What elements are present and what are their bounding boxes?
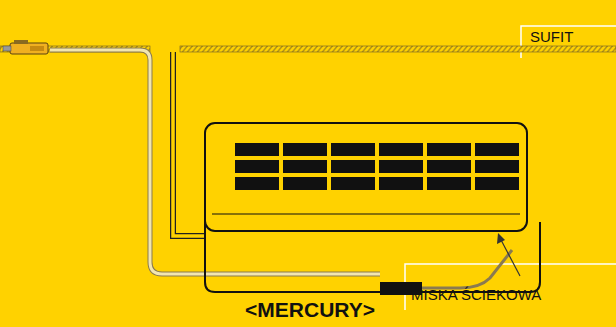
ceiling-label: SUFIT [530, 28, 573, 45]
grille-bar [475, 160, 519, 173]
pipe [173, 52, 206, 236]
grille-bar [283, 160, 327, 173]
drain-hose [420, 250, 512, 288]
grille-bar [427, 143, 471, 156]
pipe [173, 52, 206, 236]
grille-bar [427, 160, 471, 173]
drain-hose [50, 50, 380, 274]
indoor-unit [205, 123, 527, 231]
label-frame [405, 264, 616, 310]
grille-bar [475, 143, 519, 156]
grille-bar [235, 143, 279, 156]
grille-bar [379, 143, 423, 156]
pump-unit [3, 40, 48, 54]
grille [235, 143, 519, 190]
drain-tray [205, 214, 540, 292]
grille-bar [379, 177, 423, 190]
arrowhead [497, 233, 505, 244]
grille-bar [283, 143, 327, 156]
leader-line [500, 238, 520, 276]
drain-hose [50, 50, 380, 274]
tray-label: MISKA ŚCIEKOWA [411, 286, 541, 303]
grille-bar [331, 143, 375, 156]
drain-tray [212, 213, 520, 214]
grille-bar [379, 160, 423, 173]
label-frame [521, 26, 616, 58]
grille-bar [331, 177, 375, 190]
grille-bar [475, 177, 519, 190]
grille-bar [283, 177, 327, 190]
grille-bar [331, 160, 375, 173]
grille-bar [235, 177, 279, 190]
ceiling [180, 46, 616, 52]
grille-bar [427, 177, 471, 190]
grille-bar [235, 160, 279, 173]
brand-label: <MERCURY> [245, 298, 375, 322]
